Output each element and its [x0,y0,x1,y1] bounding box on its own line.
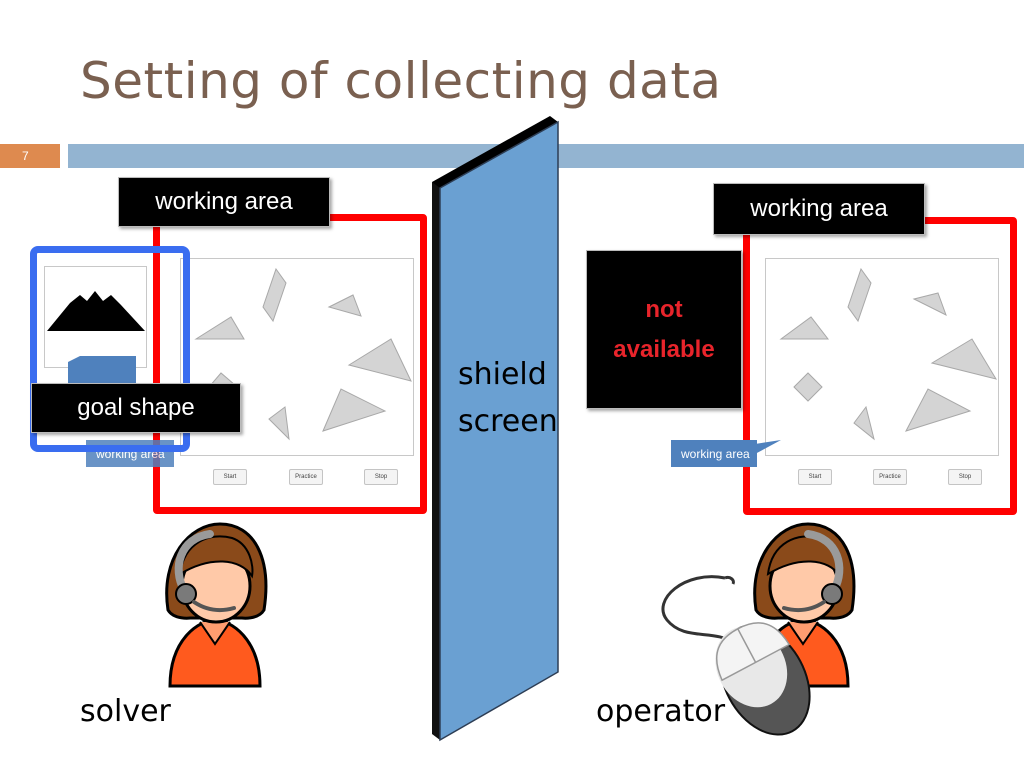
solver-practice-button[interactable]: Practice [289,469,323,485]
operator-tangram-pieces [779,267,998,441]
tangram-medium-triangle [322,388,387,432]
page-number-badge: 7 [0,144,60,168]
operator-practice-button[interactable]: Practice [873,469,907,485]
tangram-small-triangle [268,406,290,441]
shield-screen-panel [432,116,559,742]
solver-label: solver [80,694,171,729]
mountain-goal-icon [47,291,145,331]
solver-tangram-pieces [194,267,412,441]
operator-callout-pointer [755,440,781,454]
goal-shape-frame [30,246,190,452]
solver-headset-person-icon [165,522,268,688]
operator-working-area-callout: working area [671,440,757,467]
shield-label-line1: shield [458,357,547,392]
solver-start-button[interactable]: Start [213,469,247,485]
tangram-square [793,372,823,402]
operator-working-area-label: working area [713,183,925,235]
goal-callout-pointer [68,356,136,388]
operator-stop-button[interactable]: Stop [948,469,982,485]
tangram-small-triangle [194,316,245,340]
solver-stop-button[interactable]: Stop [364,469,398,485]
operator-start-button[interactable]: Start [798,469,832,485]
solver-working-area-label: working area [118,177,330,227]
tangram-small-triangle [327,294,362,317]
computer-mouse-icon [661,575,811,736]
not-available-line1: not [645,295,683,323]
tangram-large-triangle [347,338,412,382]
not-available-box: not available [586,250,742,409]
tangram-small-triangle [912,292,947,317]
tangram-small-triangle [779,316,830,340]
callout-text: working area [681,446,750,461]
shield-label-line2: screen [458,404,558,439]
slide-title: Setting of collecting data [80,52,722,110]
not-available-line2: available [613,335,715,363]
tangram-parallelogram [847,267,872,323]
goal-shape-panel [44,266,147,368]
tangram-small-triangle [853,405,875,441]
operator-workspace-canvas [765,258,999,456]
tangram-large-triangle [930,338,998,380]
tangram-parallelogram [262,267,287,323]
tangram-medium-triangle [904,388,972,432]
operator-label: operator [596,694,726,729]
goal-shape-label: goal shape [31,383,241,433]
